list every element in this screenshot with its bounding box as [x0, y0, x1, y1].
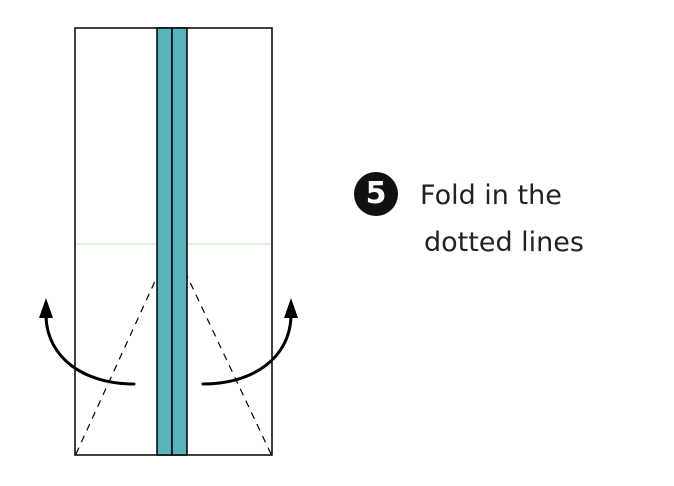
- curved-arrow-up-right-icon: [201, 298, 298, 386]
- center-strip-left: [156, 27, 173, 456]
- instruction-line-1: Fold in the: [420, 180, 562, 211]
- step-instruction: Fold in the dotted lines: [420, 172, 660, 266]
- instruction-line-2: dotted lines: [424, 227, 584, 258]
- step-number-badge: 5: [354, 172, 398, 216]
- center-strip-right: [171, 27, 188, 456]
- curved-arrow-up-left-icon: [39, 298, 136, 386]
